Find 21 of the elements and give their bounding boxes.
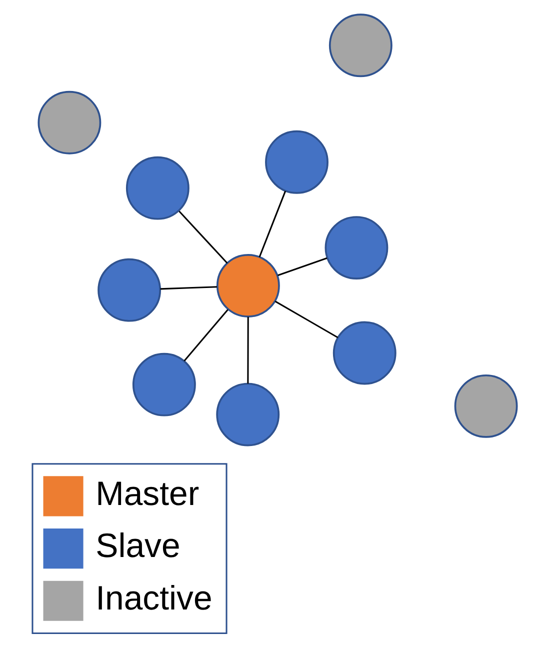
- node-circle: [332, 321, 396, 385]
- node-circle: [324, 216, 388, 280]
- node-circle: [328, 14, 392, 78]
- legend-label: Master: [96, 474, 200, 513]
- connector: [178, 210, 228, 264]
- connector: [247, 316, 249, 384]
- node-circle: [98, 258, 162, 322]
- legend-label: Inactive: [96, 580, 212, 618]
- connector: [278, 257, 328, 276]
- node-circle: [265, 130, 328, 194]
- node-circle: [216, 254, 280, 318]
- legend-label: Slave: [96, 527, 180, 566]
- node-circle: [454, 374, 518, 438]
- node-circle: [216, 382, 280, 446]
- node-circle: [38, 90, 102, 154]
- node-circle: [132, 352, 196, 416]
- connector: [160, 286, 217, 290]
- node-circle: [126, 156, 190, 220]
- connector: [274, 300, 338, 338]
- connector: [184, 309, 228, 362]
- connector: [258, 190, 286, 258]
